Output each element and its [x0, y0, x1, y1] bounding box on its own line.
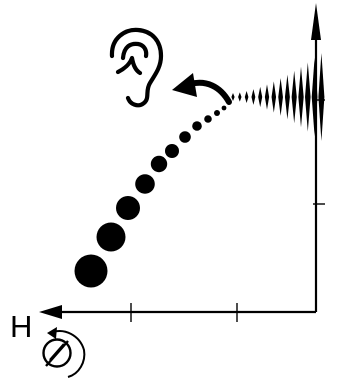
trail-dot — [221, 105, 227, 111]
dot-trail — [74, 105, 227, 288]
wave-pulse — [251, 89, 256, 105]
trail-dot — [192, 121, 202, 131]
sound-wave-icon — [231, 53, 325, 141]
trail-dot — [135, 174, 155, 194]
trail-dot — [96, 222, 126, 252]
vertical-axis-arrowhead — [311, 3, 321, 40]
horizontal-axis-arrowhead — [39, 305, 62, 319]
trail-dot — [116, 196, 140, 220]
x-axis-label: H — [10, 309, 33, 344]
wave-pulse — [278, 78, 283, 116]
wave-pulse — [311, 57, 318, 137]
wave-pulse — [238, 92, 242, 102]
trail-dot — [150, 155, 168, 173]
trail-dot — [179, 131, 191, 143]
trail-dot — [204, 115, 212, 123]
wave-pulse — [291, 70, 297, 124]
wave-pulse — [244, 90, 249, 104]
wave-pulse — [298, 66, 304, 128]
wave-pulse — [318, 53, 325, 141]
wave-pulse — [271, 81, 277, 113]
trail-dot — [74, 254, 108, 288]
trail-dot — [214, 110, 220, 116]
wave-pulse — [231, 93, 235, 101]
wave-pulse — [264, 84, 270, 110]
rotation-dial-icon — [42, 327, 86, 378]
wave-pulse — [284, 74, 290, 120]
ear-icon — [109, 27, 164, 108]
wave-pulse — [258, 86, 263, 108]
wave-pulse — [305, 62, 311, 132]
curved-arrow-icon — [172, 73, 232, 105]
trail-dot — [165, 144, 179, 158]
